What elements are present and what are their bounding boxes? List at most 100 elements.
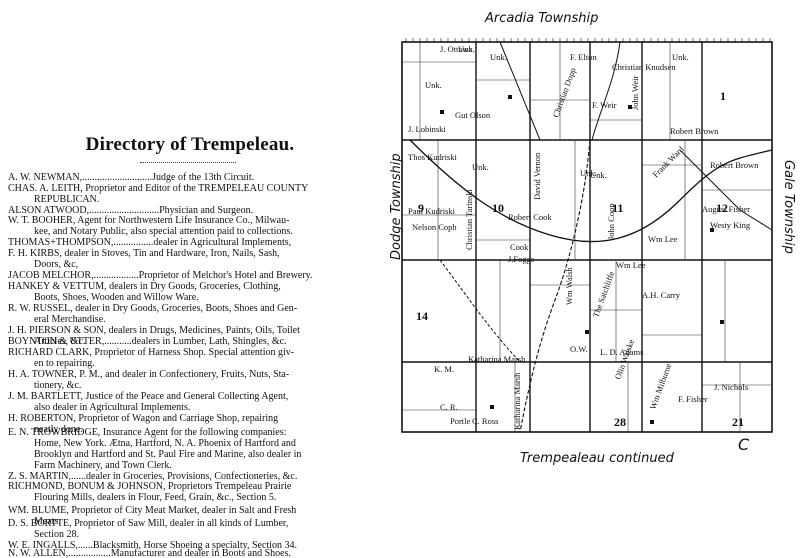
owner-label: Unk.: [590, 170, 607, 180]
owner-label: Katharina Marsh: [468, 354, 526, 364]
entry-line: E. N. TROWBRIDGE, Insurance Agent for th…: [8, 427, 287, 438]
entry-line: RICHMOND, BONUM & JOHNSON, Proprietors T…: [8, 481, 292, 492]
owner-label: Unk.: [472, 162, 489, 172]
directory-entry: HANKEY & VETTUM, dealers in Dry Goods, G…: [8, 281, 368, 303]
house-marker: [710, 228, 714, 232]
entry-continuation: Articles, &c.: [34, 336, 86, 347]
directory-entry: H. ROBERTON, Proprietor of Wagon and Car…: [8, 413, 368, 435]
owner-label: F. Elton: [570, 52, 597, 62]
entry-line: D. S. BORTTE, Proprietor of Saw Mill, de…: [8, 518, 289, 529]
owner-label: F. Fisher: [678, 394, 708, 404]
directory-entry: RICHMOND, BONUM & JOHNSON, Proprietors T…: [8, 481, 368, 503]
gale-township-label: Gale Township: [781, 160, 796, 254]
owner-label: Paul Kudriski: [408, 206, 456, 216]
entry-continuation: Brooklyn and Hartford and St. Paul Fire …: [34, 449, 302, 460]
entry-continuation: Home, New York. Ætna, Hartford, N. A. Ph…: [34, 438, 296, 449]
owner-label: A.H. Carry: [642, 290, 681, 300]
directory-entry: Z. S. MARTIN,......dealer in Groceries, …: [8, 471, 368, 482]
owner-label: Christian Tarinski: [464, 188, 474, 250]
owner-label: C. Ross: [472, 416, 498, 426]
creek: [439, 259, 521, 363]
section-number: 11: [612, 201, 623, 215]
entry-line: HANKEY & VETTUM, dealers in Dry Goods, G…: [8, 281, 281, 292]
entry-line: W. E. INGALLS,......Blacksmith, Horse Sh…: [8, 540, 297, 551]
entry-line: H. A. TOWNER, P. M., and dealer in Confe…: [8, 369, 290, 380]
arcadia-township-label: Arcadia Township: [484, 11, 598, 26]
directory-entry: THOMAS+THOMPSON,................dealer i…: [8, 237, 368, 248]
road: [679, 149, 773, 231]
trempealeau-continued-label: Trempealeau continued: [520, 451, 675, 466]
entry-line: THOMAS+THOMPSON,................dealer i…: [8, 237, 292, 248]
owner-label: Robert Brown: [670, 126, 719, 136]
owner-label: Unk.: [425, 80, 442, 90]
directory-entry: A. W. NEWMAN,...........................…: [8, 172, 368, 183]
entry-continuation: Doors, &c,: [34, 259, 79, 270]
owner-label: C. R.: [440, 402, 458, 412]
entry-line: F. H. KIRBS, dealer in Stoves, Tin and H…: [8, 248, 280, 259]
creek: [519, 139, 591, 433]
entry-continuation: Section 28.: [34, 529, 79, 540]
section-number: 10: [492, 201, 504, 215]
house-marker: [628, 105, 632, 109]
entry-continuation: Farm Machinery, and Town Clerk.: [34, 460, 172, 471]
entry-line: A. W. NEWMAN,...........................…: [8, 172, 255, 183]
entry-line: JACOB MELCHOR,..................Propriet…: [8, 270, 313, 281]
section-number: 12: [716, 201, 728, 215]
owner-label: Katharina Marsh: [512, 372, 522, 430]
directory-entry: N. W. ALLEN,.................Manufacture…: [8, 548, 368, 558]
entry-continuation: neatly done.: [34, 424, 83, 435]
entry-continuation: tionery, &c.: [34, 380, 82, 391]
entry-continuation: Meats.: [34, 516, 61, 527]
owner-label: Thos Kudriski: [408, 152, 458, 162]
owner-label: Wm Walsh: [564, 267, 574, 305]
house-marker: [650, 420, 654, 424]
owner-label: Christian Dopp: [550, 66, 577, 118]
owner-label: Unk.: [458, 44, 475, 54]
directory-entry: ALSON ATWOOD,...........................…: [8, 205, 368, 216]
section-number: 14: [416, 309, 428, 323]
owner-label: Unk.: [580, 168, 597, 178]
owner-label: Christian Knudsen: [612, 62, 676, 72]
directory-entry: R. W. RUSSEL, dealer in Dry Goods, Groce…: [8, 303, 368, 325]
section-number: 1: [720, 89, 726, 103]
entry-line: Z. S. MARTIN,......dealer in Groceries, …: [8, 471, 298, 482]
directory-entry: W. E. INGALLS,......Blacksmith, Horse Sh…: [8, 540, 368, 551]
owner-label: Nelson Coph: [412, 222, 457, 232]
owner-label: J. Ottawa: [440, 44, 472, 54]
entry-line: WM. BLUME, Proprietor of City Meat Marke…: [8, 505, 297, 516]
owner-label: F. Weir: [592, 100, 617, 110]
owner-label: Robert Brown: [710, 160, 759, 170]
directory-entry: J. H. PIERSON & SON, dealers in Drugs, M…: [8, 325, 368, 347]
house-marker: [585, 330, 589, 334]
section-number: 9: [418, 201, 424, 215]
house-marker: [508, 95, 512, 99]
house-marker: [720, 320, 724, 324]
entry-line: R. W. RUSSEL, dealer in Dry Goods, Groce…: [8, 303, 298, 314]
owner-label: Wm Milburne: [647, 362, 673, 411]
owner-label: L. D. Adams: [600, 347, 643, 357]
entry-line: N. W. ALLEN,.................Manufacture…: [8, 548, 292, 558]
road: [499, 41, 541, 141]
owner-label: John Weir: [630, 75, 640, 110]
directory-entry: WM. BLUME, Proprietor of City Meat Marke…: [8, 505, 368, 527]
directory-entry: E. N. TROWBRIDGE, Insurance Agent for th…: [8, 427, 368, 471]
owner-label: K. M.: [434, 364, 454, 374]
directory-panel: Directory of Trempeleau. A. W. NEWMAN,..…: [0, 0, 378, 558]
page-mark: C: [738, 435, 750, 454]
road: [591, 41, 621, 141]
directory-entry: W. T. BOOHER, Agent for Northwestern Lif…: [8, 215, 368, 237]
road: [409, 139, 773, 243]
owner-label: August Fisher: [702, 204, 750, 214]
entry-line: BOYNTON & UTTER,...........dealers in Lu…: [8, 336, 287, 347]
entry-line: ALSON ATWOOD,...........................…: [8, 205, 254, 216]
owner-label: Portle: [450, 416, 471, 426]
owner-label: Westy King: [710, 220, 751, 230]
entry-line: H. ROBERTON, Proprietor of Wagon and Car…: [8, 413, 279, 424]
directory-entry: BOYNTON & UTTER,...........dealers in Lu…: [8, 336, 368, 347]
directory-entry: JACOB MELCHOR,..................Propriet…: [8, 270, 368, 281]
entry-continuation: kee, and Notary Public, also special att…: [34, 226, 293, 237]
house-marker: [490, 405, 494, 409]
entry-continuation: Flouring Mills, dealers in Flour, Feed, …: [34, 492, 277, 503]
